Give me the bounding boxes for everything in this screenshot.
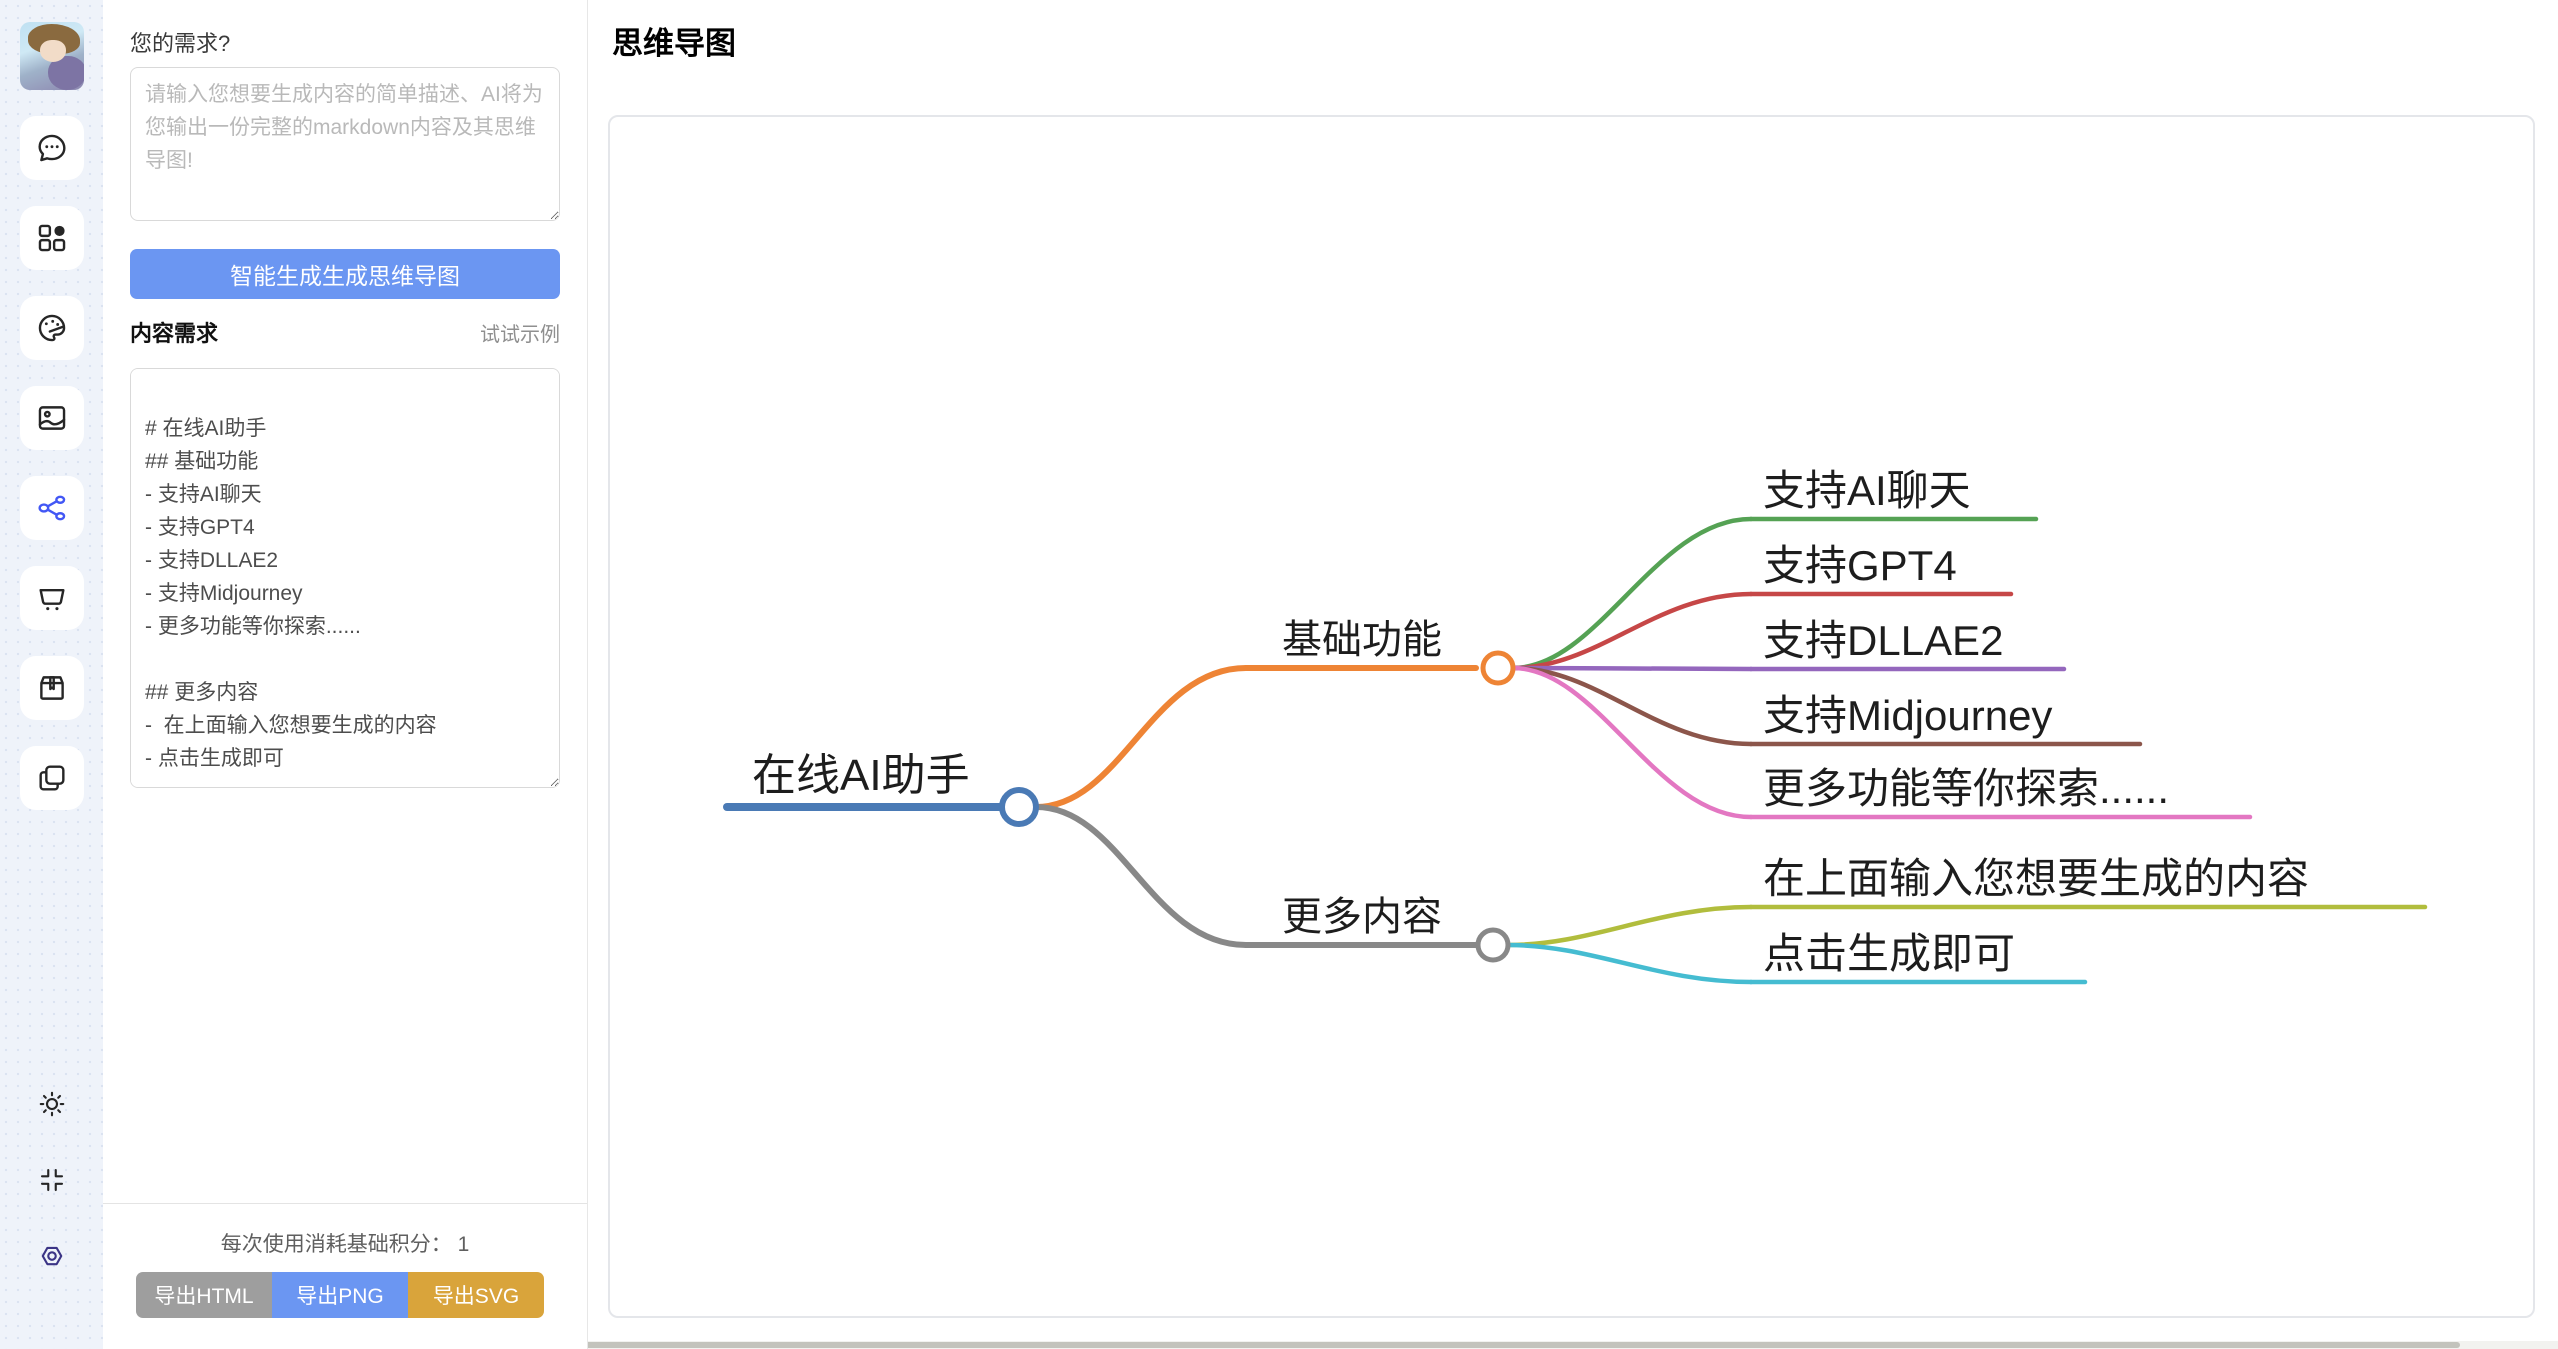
cost-value: 1	[457, 1233, 470, 1256]
panel-footer: 每次使用消耗基础积分： 1 导出HTML 导出PNG 导出SVG	[103, 1203, 587, 1318]
generate-button[interactable]: 智能生成生成思维导图	[130, 249, 560, 299]
apps-grid-icon	[38, 224, 65, 252]
export-png-button[interactable]: 导出PNG	[272, 1272, 408, 1318]
icon-sidebar	[0, 0, 103, 1349]
svg-text:基础功能: 基础功能	[1282, 618, 1442, 662]
sidebar-item-copy[interactable]	[19, 746, 84, 810]
svg-text:支持DLLAE2: 支持DLLAE2	[1763, 617, 2003, 664]
image-icon	[38, 406, 65, 430]
content-label: 内容需求	[130, 321, 219, 346]
svg-text:更多功能等你探索......: 更多功能等你探索......	[1763, 765, 2169, 812]
horizontal-scrollbar[interactable]	[0, 1341, 2558, 1349]
sidebar-item-image[interactable]	[19, 386, 84, 450]
svg-text:在上面输入您想要生成的内容: 在上面输入您想要生成的内容	[1763, 855, 2309, 902]
sidebar-item-chat[interactable]	[19, 116, 84, 180]
svg-text:点击生成即可: 点击生成即可	[1763, 930, 2015, 977]
cost-line: 每次使用消耗基础积分： 1	[130, 1228, 560, 1258]
sidebar-item-shop[interactable]	[19, 566, 84, 630]
chat-icon	[37, 134, 66, 162]
export-button-group: 导出HTML 导出PNG 导出SVG	[136, 1272, 544, 1318]
sidebar-item-apps[interactable]	[19, 206, 84, 270]
sidebar-item-package[interactable]	[19, 656, 84, 720]
mindmap-share-icon	[37, 495, 65, 521]
page-title: 思维导图	[612, 26, 736, 61]
mindmap-canvas[interactable]: 在线AI助手 基础功能 支持AI聊天支持GPT4 支持DLLAE2 支持Midjourn…	[608, 115, 2535, 1318]
form-panel: 您的需求? 智能生成生成思维导图 内容需求 试试示例 # 在线AI助手 ## 基…	[103, 0, 588, 1349]
cost-label: 每次使用消耗基础积分：	[220, 1233, 452, 1256]
content-input[interactable]: # 在线AI助手 ## 基础功能 - 支持AI聊天 - 支持GPT4 - 支持D…	[130, 368, 560, 788]
cart-icon	[38, 589, 65, 611]
package-icon	[39, 676, 64, 700]
svg-text:支持Midjourney: 支持Midjourney	[1763, 692, 2052, 739]
export-html-button[interactable]: 导出HTML	[136, 1272, 272, 1318]
requirement-input[interactable]	[130, 67, 560, 221]
main-area: 思维导图 在线AI助手 基础功能 支持AI聊天支持GPT4 支持DLLAE2 支持Mid…	[589, 0, 2558, 1349]
copy-icon	[38, 765, 65, 791]
palette-icon	[38, 314, 65, 342]
settings-nut-icon[interactable]	[37, 1241, 67, 1271]
example-link[interactable]: 试试示例	[480, 324, 560, 346]
requirement-label: 您的需求?	[130, 31, 231, 56]
svg-text:更多内容: 更多内容	[1282, 895, 1442, 939]
svg-text:支持GPT4: 支持GPT4	[1763, 542, 1957, 589]
svg-text:在线AI助手: 在线AI助手	[752, 751, 970, 800]
sidebar-item-draw[interactable]	[19, 296, 84, 360]
theme-sun-icon[interactable]	[37, 1089, 67, 1119]
collapse-icon[interactable]	[37, 1165, 67, 1195]
sidebar-item-mindmap[interactable]	[19, 476, 84, 540]
scrollbar-thumb[interactable]	[0, 1342, 2460, 1348]
svg-text:支持AI聊天: 支持AI聊天	[1763, 467, 1971, 514]
export-svg-button[interactable]: 导出SVG	[408, 1272, 544, 1318]
user-avatar[interactable]	[19, 22, 84, 90]
